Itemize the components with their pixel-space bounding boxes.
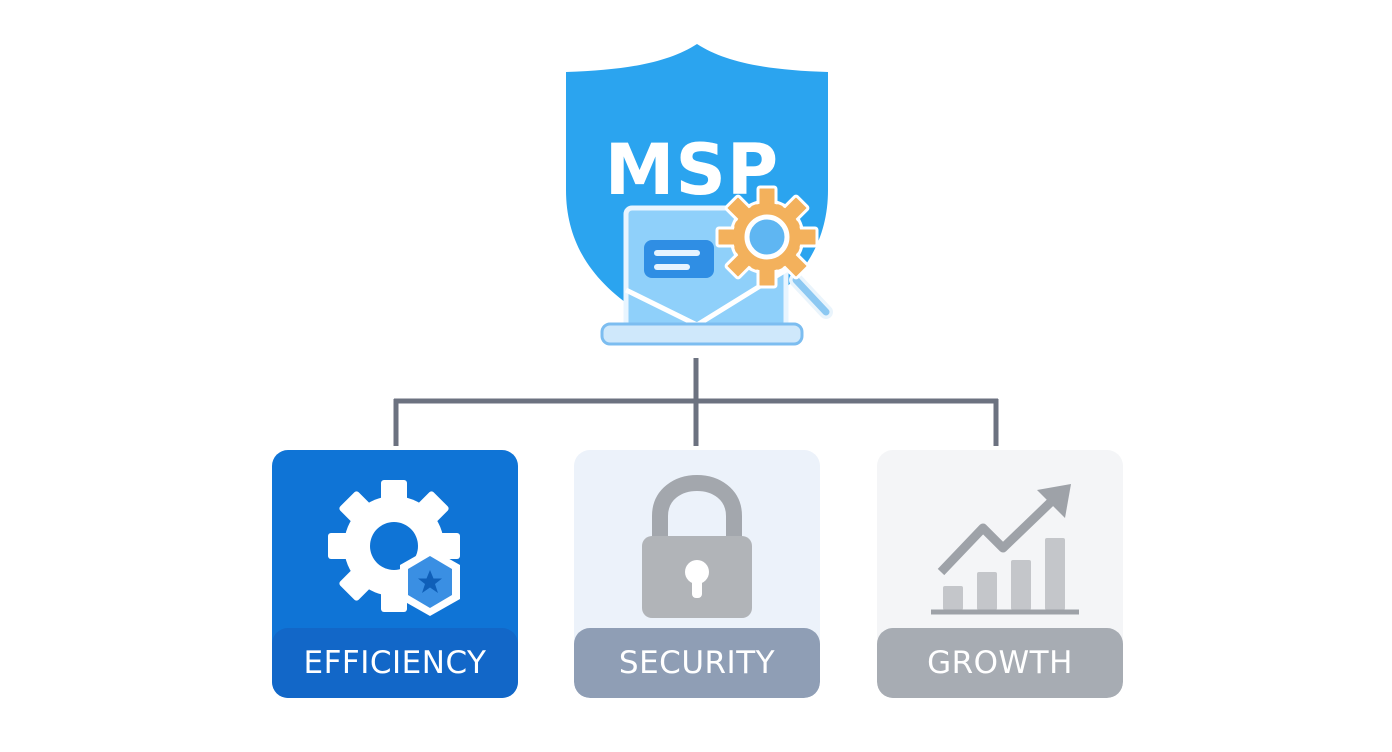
growth-chart-icon	[931, 484, 1079, 615]
security-label: SECURITY	[574, 628, 820, 698]
efficiency-card: EFFICIENCY	[272, 450, 518, 698]
growth-card: GROWTH	[877, 450, 1123, 698]
padlock-icon	[642, 475, 752, 618]
growth-label: GROWTH	[877, 628, 1123, 698]
security-card: SECURITY	[574, 450, 820, 698]
magnifier-icon	[789, 273, 833, 319]
root-title: MSP	[604, 129, 780, 211]
efficiency-label: EFFICIENCY	[272, 628, 518, 698]
gear-icon	[715, 185, 819, 289]
gear-with-star-badge-icon	[328, 480, 460, 616]
msp-shield: MSP	[560, 40, 840, 360]
